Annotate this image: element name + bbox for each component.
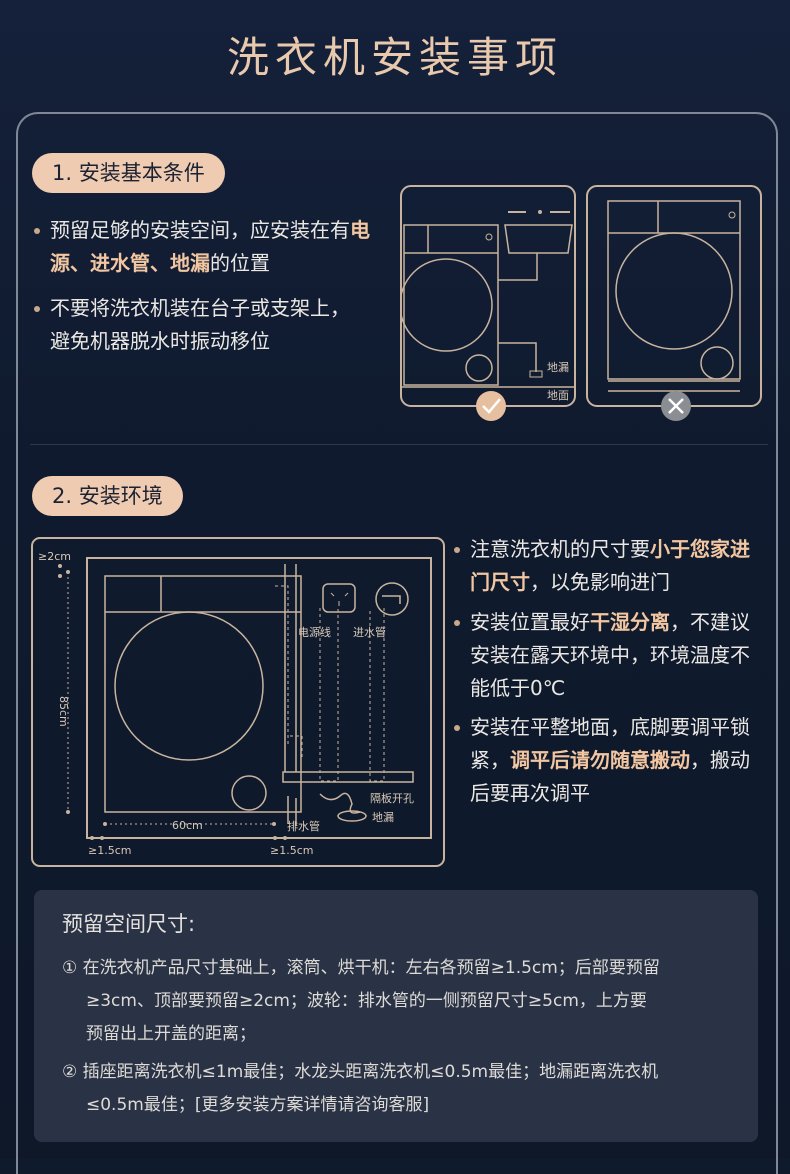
bullet-text: ，以免影响进门 bbox=[530, 570, 670, 594]
partition-hole-label: 隔板开孔 bbox=[370, 791, 414, 805]
bullet-highlight: 干湿分离 bbox=[590, 610, 670, 634]
bullet-dot bbox=[454, 547, 460, 553]
section1-bullet-1: 预留足够的安装空间，应安装在有电源、进水管、地漏的位置 bbox=[34, 214, 385, 280]
bullet-highlight: 小于您家进门尺寸 bbox=[470, 537, 750, 594]
note-item-2-line-1: ② 插座距离洗衣机≤1m最佳；水龙头距离洗衣机≤0.5m最佳；地漏距离洗衣机 bbox=[62, 1062, 659, 1082]
incorrect-install-diagram bbox=[586, 185, 762, 421]
floor-drain-label: 地漏 bbox=[372, 811, 394, 824]
bullet-dot bbox=[34, 228, 40, 234]
correct-install-diagram: 地漏 地面 bbox=[400, 185, 576, 421]
bullet-text: ，不建议安装在露天环境中，环境温度不能低于0℃ bbox=[470, 610, 750, 700]
notes-title: 预留空间尺寸: bbox=[62, 912, 196, 936]
note-item-1-line-3: 预留出上开盖的距离； bbox=[86, 1024, 256, 1044]
section1-bullet-2: 不要将洗衣机装在台子或支架上， 避免机器脱水时振动移位 bbox=[34, 292, 390, 358]
width-label: 60cm bbox=[172, 819, 203, 832]
drain-pipe-label: 排水管 bbox=[287, 819, 320, 833]
section-divider bbox=[30, 444, 768, 445]
bullet-text: 避免机器脱水时振动移位 bbox=[50, 329, 270, 353]
bullet-text: 不要将洗衣机装在台子或支架上， bbox=[50, 296, 350, 320]
height-label: 85cm bbox=[57, 696, 70, 727]
bullet-text: 注意洗衣机的尺寸要 bbox=[470, 537, 650, 561]
power-cord-label: 电源线 bbox=[298, 625, 331, 639]
cross-mark bbox=[668, 398, 684, 414]
bullet-text: 的位置 bbox=[210, 251, 270, 275]
bullet-dot bbox=[454, 620, 460, 626]
note-item-1-line-2: ≥3cm、顶部要预留≥2cm；波轮：排水管的一侧预留尺寸≥5cm，上方要 bbox=[86, 991, 647, 1011]
bullet-text: ，搬动后要再次调平 bbox=[470, 748, 750, 805]
bullet-highlight: 电源、进水管、地漏 bbox=[50, 218, 370, 275]
section1-label: 1. 安装基本条件 bbox=[32, 153, 225, 193]
note-item-2-line-2: ≤0.5m最佳；[更多安装方案详情请咨询客服] bbox=[86, 1095, 430, 1115]
bullet-dot bbox=[34, 306, 40, 312]
section2-label: 2. 安装环境 bbox=[32, 476, 183, 516]
reserved-space-notes: 预留空间尺寸: ① 在洗衣机产品尺寸基础上，滚筒、烘干机：左右各预留≥1.5cm… bbox=[34, 890, 758, 1142]
bullet-dot bbox=[454, 725, 460, 731]
socket-icon bbox=[322, 583, 356, 613]
environment-diagram: ≥2cm 85cm 60cm ≥1.5cm ≥1.5cm 电源线 进水管 排水管… bbox=[31, 537, 445, 867]
content-panel bbox=[16, 112, 778, 1174]
section2-bullet-3: 安装在平整地面，底脚要调平锁紧，调平后请勿随意搬动，搬动后要再次调平 bbox=[454, 711, 755, 810]
inlet-pipe-label: 进水管 bbox=[353, 625, 386, 639]
section2-bullet-1: 注意洗衣机的尺寸要小于您家进门尺寸，以免影响进门 bbox=[454, 533, 755, 599]
bullet-highlight: 调平后请勿随意搬动 bbox=[510, 748, 690, 772]
bullet-text: 安装在平整地面，底脚要调平锁紧， bbox=[470, 715, 750, 772]
floor-drain-label: 地漏 bbox=[547, 361, 569, 374]
note-item-1-line-1: ① 在洗衣机产品尺寸基础上，滚筒、烘干机：左右各预留≥1.5cm；后部要预留 bbox=[62, 958, 660, 978]
floor-label: 地面 bbox=[547, 389, 569, 402]
bullet-text: 安装位置最好 bbox=[470, 610, 590, 634]
top-gap-label: ≥2cm bbox=[38, 550, 71, 563]
check-icon bbox=[476, 391, 506, 421]
section2-bullet-2: 安装位置最好干湿分离，不建议安装在露天环境中，环境温度不能低于0℃ bbox=[454, 606, 755, 705]
bullet-text: 预留足够的安装空间，应安装在有 bbox=[50, 218, 350, 242]
page-title: 洗衣机安装事项 bbox=[226, 33, 563, 82]
check-mark bbox=[482, 398, 501, 414]
faucet-icon bbox=[375, 582, 409, 616]
right-gap-label: ≥1.5cm bbox=[270, 844, 313, 857]
left-gap-label: ≥1.5cm bbox=[88, 844, 131, 857]
